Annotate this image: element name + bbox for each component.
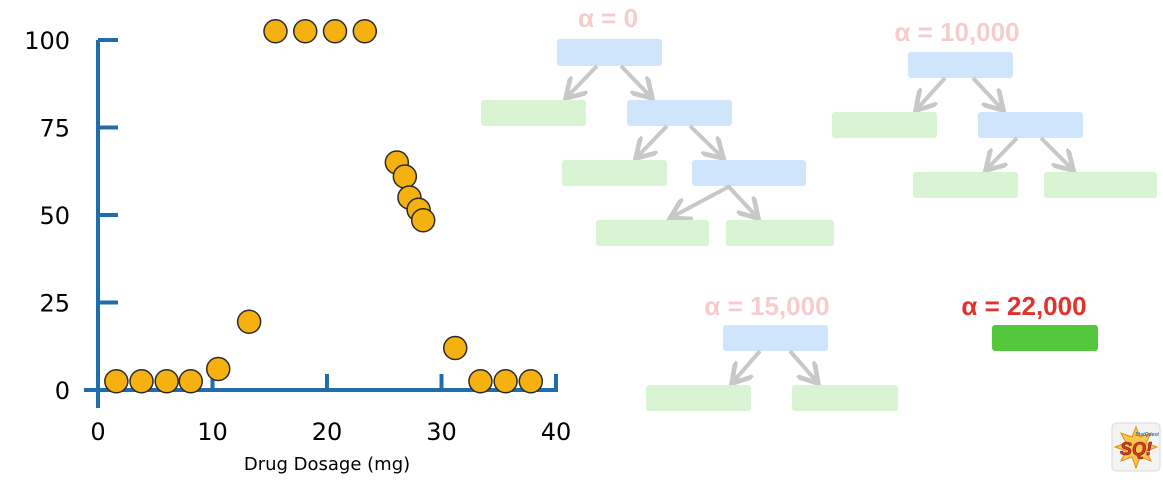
data-point bbox=[352, 19, 378, 44]
y-tick-label: 50 bbox=[39, 202, 70, 230]
axes bbox=[84, 40, 556, 408]
tree-alpha-10000-root-node bbox=[908, 52, 1013, 78]
data-point bbox=[392, 164, 418, 189]
data-point bbox=[263, 19, 288, 44]
tree-alpha-0-label: α = 0 bbox=[578, 3, 638, 33]
tree-alpha-0-root-node bbox=[557, 39, 662, 66]
logo-wordmark: StatQuest bbox=[1135, 432, 1159, 438]
x-tick-label: 0 bbox=[90, 418, 105, 446]
x-tick-label: 30 bbox=[426, 418, 457, 446]
data-point bbox=[442, 335, 468, 361]
tree-alpha-10000-arrow bbox=[971, 76, 1002, 109]
tree-alpha-15000-arrow bbox=[733, 349, 762, 382]
data-point bbox=[205, 356, 231, 382]
logo-mark: SQ! bbox=[1120, 439, 1152, 459]
tree-alpha-0-arrow bbox=[567, 64, 599, 97]
tree-alpha-0-node bbox=[692, 160, 806, 186]
data-point bbox=[493, 369, 518, 394]
data-point bbox=[178, 369, 203, 394]
data-point bbox=[292, 19, 318, 44]
y-tick-label: 100 bbox=[24, 27, 70, 55]
data-point bbox=[236, 309, 262, 334]
tree-alpha-22000-leaf bbox=[992, 325, 1098, 351]
tree-alpha-0-arrow bbox=[672, 184, 731, 217]
tree-alpha-10000-node bbox=[978, 112, 1083, 138]
data-point bbox=[410, 208, 436, 233]
x-axis-label: Drug Dosage (mg) bbox=[244, 454, 410, 475]
tree-alpha-0-arrow bbox=[619, 64, 651, 97]
tree-alpha-15000-leaf bbox=[792, 385, 898, 411]
scatter-plot: 0 25 50 75 100 0 10 20 30 40 Drug Dosage (mg) bbox=[24, 19, 571, 475]
y-tick-label: 25 bbox=[39, 290, 70, 318]
tree-alpha-15000-root-node bbox=[723, 325, 828, 351]
tree-alpha-0: α = 0 bbox=[481, 3, 834, 246]
y-ticks: 0 25 50 75 100 bbox=[24, 27, 118, 405]
tree-alpha-10000-arrow bbox=[917, 76, 947, 109]
x-tick-label: 10 bbox=[197, 418, 228, 446]
tree-alpha-0-leaf bbox=[726, 220, 834, 246]
tree-alpha-0-leaf bbox=[562, 160, 667, 186]
x-tick-label: 20 bbox=[312, 418, 343, 446]
tree-alpha-10000-label: α = 10,000 bbox=[894, 17, 1019, 47]
data-point bbox=[518, 369, 544, 394]
tree-alpha-0-arrow bbox=[726, 184, 757, 217]
data-point bbox=[322, 19, 348, 44]
tree-alpha-10000-arrow bbox=[1039, 136, 1072, 169]
tree-alpha-0-arrow bbox=[637, 124, 669, 157]
logo-burst-icon bbox=[1113, 425, 1159, 470]
x-tick-label: 40 bbox=[541, 418, 572, 446]
tree-alpha-10000-arrow bbox=[987, 136, 1019, 169]
statquest-logo: SQ! StatQuest bbox=[1111, 422, 1161, 472]
y-tick-label: 0 bbox=[55, 377, 70, 405]
tree-alpha-0-node bbox=[627, 100, 732, 126]
tree-alpha-15000: α = 15,000 bbox=[646, 291, 898, 411]
tree-alpha-10000: α = 10,000 bbox=[832, 17, 1157, 198]
tree-alpha-0-leaf bbox=[481, 100, 586, 126]
data-point bbox=[468, 369, 493, 394]
tree-alpha-15000-arrow bbox=[788, 349, 817, 382]
tree-alpha-15000-leaf bbox=[646, 385, 751, 411]
data-point bbox=[104, 369, 129, 394]
tree-alpha-22000-label: α = 22,000 bbox=[961, 291, 1086, 321]
data-point bbox=[129, 369, 154, 394]
tree-alpha-10000-leaf bbox=[832, 112, 937, 138]
data-points bbox=[104, 19, 544, 394]
tree-alpha-15000-label: α = 15,000 bbox=[704, 291, 829, 321]
tree-alpha-10000-leaf bbox=[1044, 172, 1157, 198]
tree-alpha-0-leaf bbox=[596, 220, 709, 246]
tree-alpha-0-arrow bbox=[688, 124, 722, 157]
tree-alpha-10000-leaf bbox=[913, 172, 1018, 198]
y-tick-label: 75 bbox=[39, 115, 70, 143]
x-ticks: 0 10 20 30 40 bbox=[90, 374, 571, 446]
data-point bbox=[154, 369, 179, 394]
tree-alpha-22000: α = 22,000 bbox=[961, 291, 1098, 351]
